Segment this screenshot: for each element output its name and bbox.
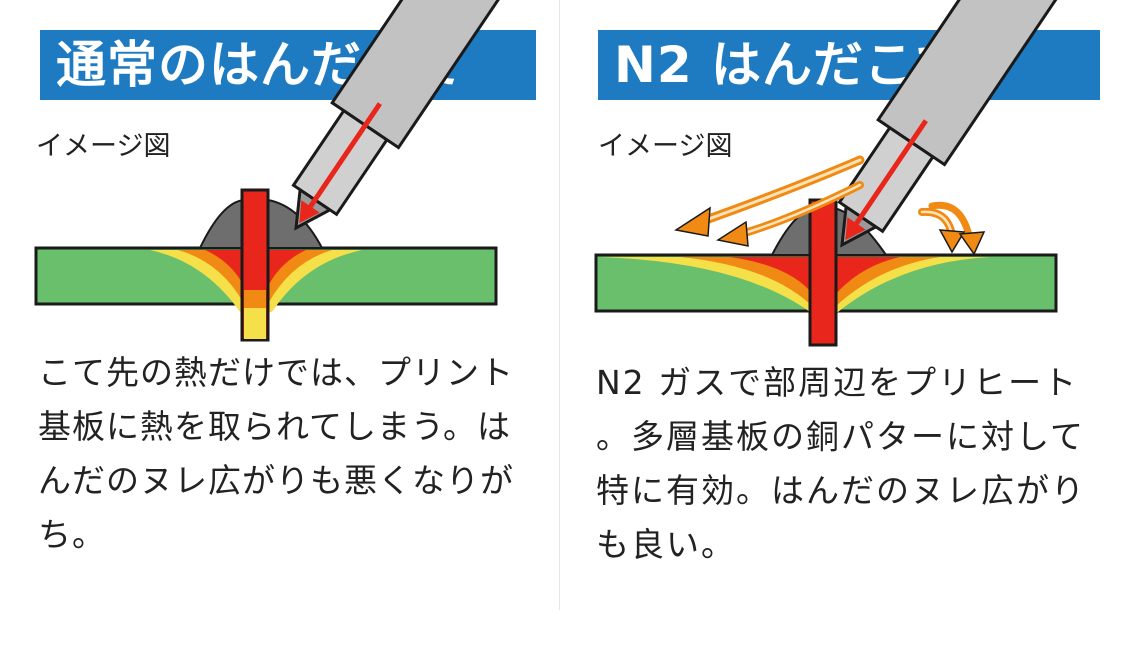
image-label: イメージ図 [598, 131, 733, 162]
n2-arrowhead-far-right [958, 231, 986, 256]
standard-iron-diagram [34, 0, 513, 342]
lead-heat-orange [244, 290, 266, 308]
description-text: こて先の熱だけでは、プリント基板に熱を取られてしまう。はんだのヌレ広がりも悪くな… [38, 353, 514, 554]
image-label: イメージ図 [36, 131, 171, 162]
soldering-iron [291, 0, 513, 231]
lead-heat-yellow [244, 308, 266, 339]
n2-iron-diagram [594, 0, 1059, 347]
n2-flow-arrows [695, 155, 974, 244]
panel-n2-iron: N2 はんだこて イメージ図 [560, 0, 1140, 659]
description-text: N2 ガスで部周辺をプリヒート。多層基板の銅パターに対して特に有効。はんだのヌレ… [596, 363, 1086, 564]
component-lead [808, 198, 838, 347]
panel-standard-iron: 通常のはんだこて イメージ図 こて先の熱だけでは、プリント基板に熱を取られてしま… [0, 0, 560, 659]
n2-arrowhead-lower [716, 220, 749, 247]
soldering-iron [837, 0, 1059, 248]
panel-divider [559, 0, 560, 610]
n2-arrowhead-right [938, 229, 966, 254]
n2-arrowhead-upper [674, 206, 711, 237]
